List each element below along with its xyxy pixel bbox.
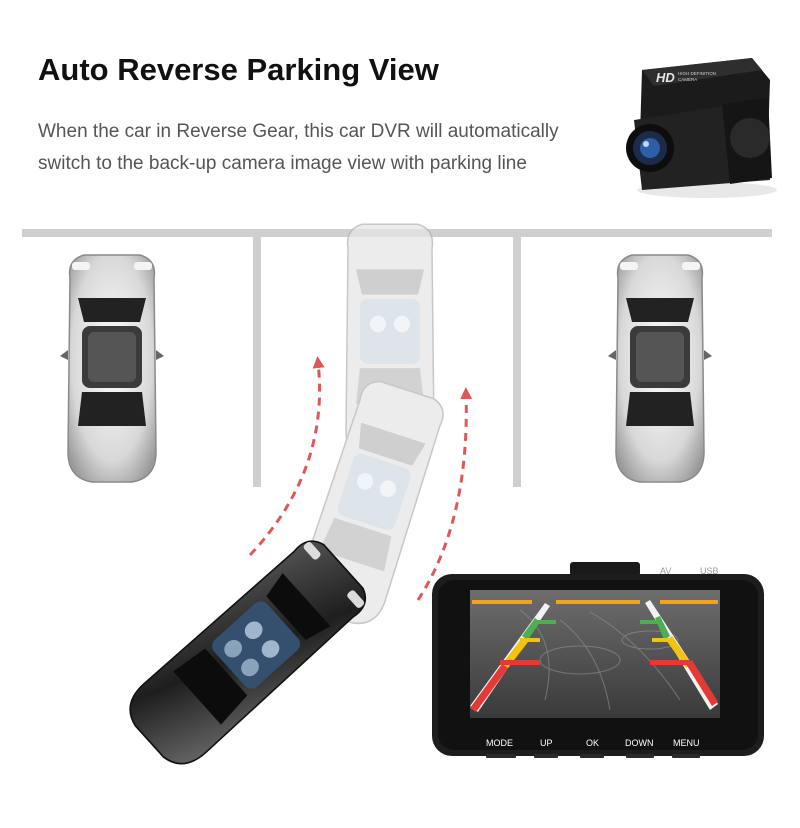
up-button[interactable]: UP bbox=[540, 738, 553, 748]
reverse-path-arrows bbox=[248, 356, 473, 601]
parked-car-right bbox=[607, 254, 713, 483]
page-title: Auto Reverse Parking View bbox=[38, 52, 439, 87]
page-subtitle: When the car in Reverse Gear, this car D… bbox=[38, 116, 628, 180]
down-button[interactable]: DOWN bbox=[625, 738, 654, 748]
dvr-button-row: MODE UP OK DOWN MENU bbox=[486, 738, 700, 748]
rear-camera-image: HD HIGH DEFINITION CAMERA bbox=[626, 58, 777, 198]
hd-badge: HD HIGH DEFINITION CAMERA bbox=[656, 70, 716, 85]
hd-badge-text: HD bbox=[656, 70, 675, 85]
badge-line-2: CAMERA bbox=[678, 77, 697, 82]
reversing-car bbox=[117, 531, 376, 777]
usb-label: USB bbox=[700, 566, 719, 576]
subtitle-line-1: When the car in Reverse Gear, this car D… bbox=[38, 121, 559, 142]
av-label: AV bbox=[660, 566, 671, 576]
badge-line-1: HIGH DEFINITION bbox=[678, 71, 716, 76]
parked-car-left bbox=[59, 254, 165, 483]
menu-button[interactable]: MENU bbox=[673, 738, 700, 748]
ok-button[interactable]: OK bbox=[586, 738, 599, 748]
mode-button[interactable]: MODE bbox=[486, 738, 513, 748]
parking-scene: AV USB MODE bbox=[22, 223, 772, 777]
subtitle-line-2: switch to the back-up camera image view … bbox=[38, 153, 527, 174]
dvr-device: AV USB MODE bbox=[432, 562, 764, 758]
